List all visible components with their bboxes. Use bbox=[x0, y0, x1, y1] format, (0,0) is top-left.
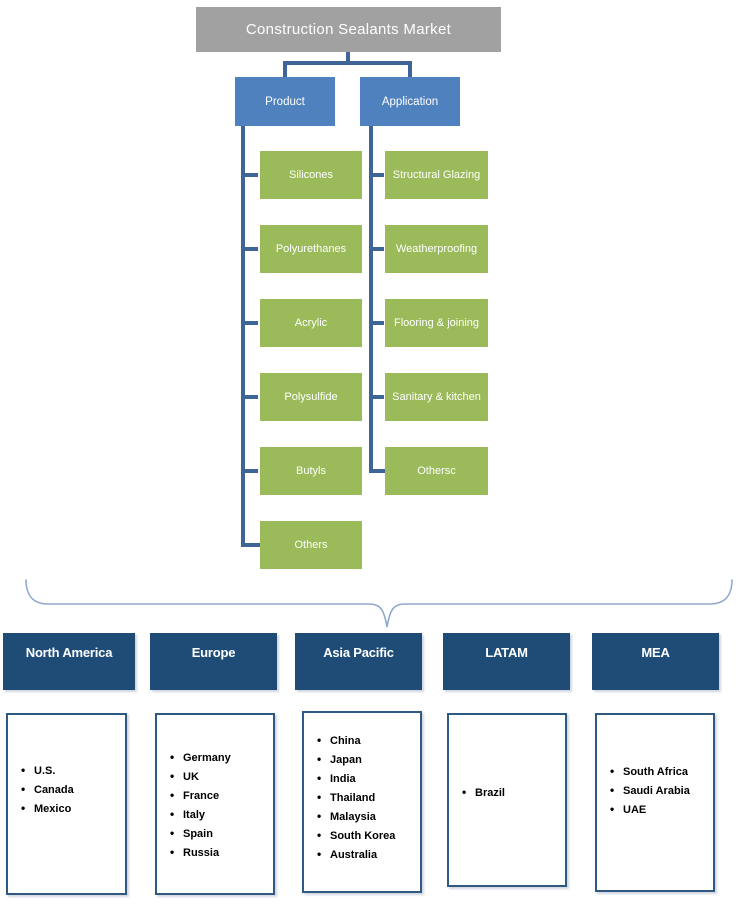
list-item: Japan bbox=[317, 751, 416, 770]
brace-icon bbox=[25, 579, 733, 628]
leaf-structural-glazing: Structural Glazing bbox=[385, 151, 488, 199]
list-item: France bbox=[170, 786, 269, 805]
connector-line bbox=[283, 61, 287, 77]
leaf-acrylic: Acrylic bbox=[260, 299, 362, 347]
connector-line bbox=[241, 543, 260, 547]
connector-line bbox=[408, 61, 412, 77]
list-item: Malaysia bbox=[317, 808, 416, 827]
list-item: Mexico bbox=[21, 800, 121, 819]
country-list: China Japan India Thailand Malaysia Sout… bbox=[304, 732, 420, 865]
list-item: Brazil bbox=[462, 784, 561, 803]
leaf-polysulfide: Polysulfide bbox=[260, 373, 362, 421]
branch-application: Application bbox=[360, 77, 460, 126]
connector-line bbox=[243, 321, 258, 325]
connector-line bbox=[243, 247, 258, 251]
country-list-asia-pacific: China Japan India Thailand Malaysia Sout… bbox=[302, 711, 422, 893]
branch-product: Product bbox=[235, 77, 335, 126]
list-item: Spain bbox=[170, 824, 269, 843]
connector-line bbox=[369, 469, 387, 473]
country-list: Germany UK France Italy Spain Russia bbox=[157, 748, 273, 862]
list-item: Canada bbox=[21, 781, 121, 800]
connector-line bbox=[369, 126, 373, 473]
connector-line bbox=[241, 126, 245, 547]
list-item: Germany bbox=[170, 748, 269, 767]
connector-line bbox=[243, 469, 258, 473]
list-item: China bbox=[317, 732, 416, 751]
region-header-north-america: North America bbox=[3, 633, 135, 690]
leaf-flooring-joining: Flooring & joining bbox=[385, 299, 488, 347]
leaf-silicones: Silicones bbox=[260, 151, 362, 199]
country-list-north-america: U.S. Canada Mexico bbox=[6, 713, 127, 895]
leaf-butyls: Butyls bbox=[260, 447, 362, 495]
connector-line bbox=[346, 52, 350, 65]
list-item: U.S. bbox=[21, 762, 121, 781]
region-header-europe: Europe bbox=[150, 633, 277, 690]
list-item: Russia bbox=[170, 843, 269, 862]
country-list-latam: Brazil bbox=[447, 713, 567, 887]
list-item: South Africa bbox=[610, 762, 709, 781]
leaf-others-product: Others bbox=[260, 521, 362, 569]
list-item: UK bbox=[170, 767, 269, 786]
list-item: Australia bbox=[317, 846, 416, 865]
list-item: Saudi Arabia bbox=[610, 781, 709, 800]
connector-line bbox=[283, 61, 412, 65]
country-list-europe: Germany UK France Italy Spain Russia bbox=[155, 713, 275, 895]
leaf-weatherproofing: Weatherproofing bbox=[385, 225, 488, 273]
country-list-mea: South Africa Saudi Arabia UAE bbox=[595, 713, 715, 892]
list-item: India bbox=[317, 770, 416, 789]
leaf-polyurethanes: Polyurethanes bbox=[260, 225, 362, 273]
connector-line bbox=[371, 395, 384, 399]
country-list: U.S. Canada Mexico bbox=[8, 762, 125, 819]
connector-line bbox=[371, 247, 384, 251]
connector-line bbox=[371, 173, 384, 177]
region-header-mea: MEA bbox=[592, 633, 719, 690]
leaf-sanitary-kitchen: Sanitary & kitchen bbox=[385, 373, 488, 421]
country-list: Brazil bbox=[449, 784, 565, 803]
region-header-latam: LATAM bbox=[443, 633, 570, 690]
region-header-asia-pacific: Asia Pacific bbox=[295, 633, 422, 690]
list-item: UAE bbox=[610, 800, 709, 819]
country-list: South Africa Saudi Arabia UAE bbox=[597, 762, 713, 819]
connector-line bbox=[243, 395, 258, 399]
list-item: Thailand bbox=[317, 789, 416, 808]
list-item: South Korea bbox=[317, 827, 416, 846]
diagram-title: Construction Sealants Market bbox=[196, 7, 501, 52]
connector-line bbox=[243, 173, 258, 177]
list-item: Italy bbox=[170, 805, 269, 824]
connector-line bbox=[371, 321, 384, 325]
leaf-others-application: Othersc bbox=[385, 447, 488, 495]
